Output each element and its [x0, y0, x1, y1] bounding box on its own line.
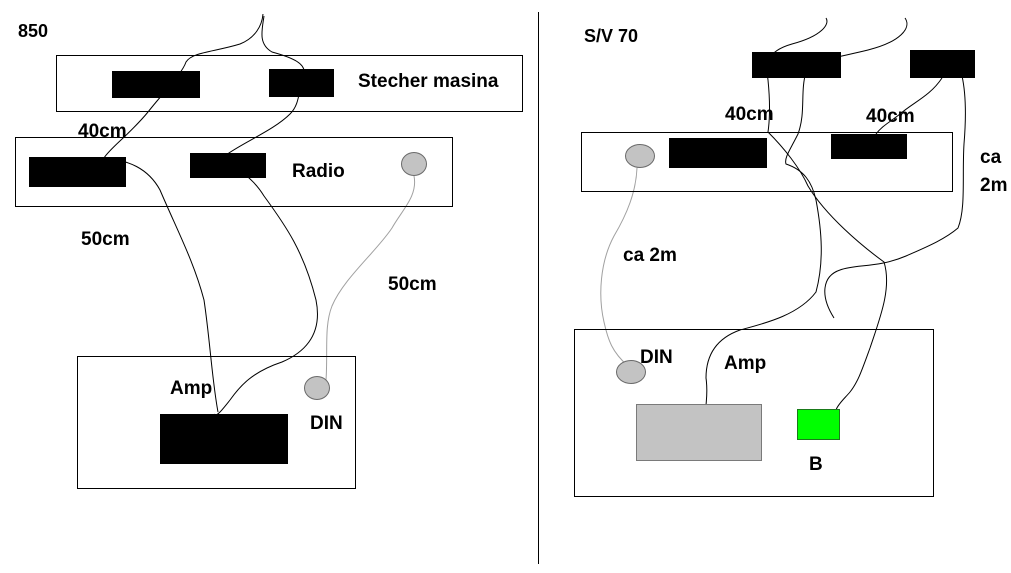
radio-connector-sv70-1 — [669, 138, 767, 168]
length-50cm-label: 50cm — [81, 229, 130, 250]
center-divider — [538, 12, 539, 564]
length-40cm-b-label: 40cm — [866, 106, 915, 127]
amp-unit-gray — [636, 404, 762, 461]
amp-din-socket-icon — [304, 376, 330, 400]
radio-din-socket-icon — [401, 152, 427, 176]
wire-right-din — [600, 167, 638, 367]
title-sv70: S/V 70 — [584, 26, 639, 46]
ca-label: ca — [980, 147, 1002, 168]
radio-label: Radio — [292, 161, 345, 182]
wire-left-second — [213, 15, 318, 416]
ca-2m-left-label: ca 2m — [623, 245, 677, 266]
b-green-block — [797, 409, 840, 440]
stecher-connector-1 — [112, 71, 200, 98]
top-connector-1 — [752, 52, 841, 78]
din-label-sv70: DIN — [640, 347, 673, 368]
amp-din-socket-sv70-icon — [616, 360, 646, 384]
wire-right-top-block — [875, 77, 943, 135]
b-label: B — [809, 454, 823, 475]
length-40cm-a-label: 40cm — [725, 104, 774, 125]
amp-box-sv70 — [574, 329, 934, 497]
amp-box-850 — [77, 356, 356, 489]
length-50cm-din-label: 50cm — [388, 274, 437, 295]
length-40cm-label: 40cm — [78, 121, 127, 142]
wire-left-main — [103, 13, 264, 413]
radio-connector-sv70-2 — [831, 134, 907, 159]
top-connector-2 — [910, 50, 975, 78]
amp-label-sv70: Amp — [724, 353, 767, 374]
din-label-850: DIN — [310, 413, 343, 434]
radio-box-sv70 — [581, 132, 953, 192]
radio-box — [15, 137, 453, 207]
title-850: 850 — [18, 21, 49, 41]
stecher-masina-box — [56, 55, 523, 112]
amp-connector-850 — [160, 414, 288, 464]
amp-label-850: Amp — [170, 378, 213, 399]
wire-right-ca2m — [824, 75, 966, 319]
radio-din-socket-sv70-icon — [625, 144, 655, 168]
radio-connector-1 — [29, 157, 126, 187]
stecher-connector-2 — [269, 69, 334, 97]
stecher-masina-label: Stecher masina — [358, 71, 499, 92]
radio-connector-2 — [190, 153, 266, 178]
two-m-label: 2m — [980, 175, 1008, 196]
